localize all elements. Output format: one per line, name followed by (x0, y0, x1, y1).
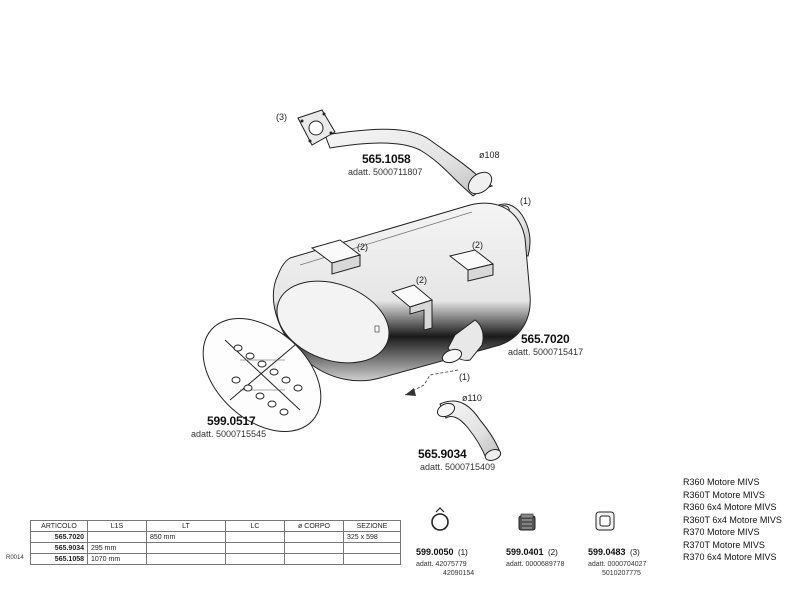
bolt-hole (233, 344, 243, 352)
bolt-hole (255, 392, 265, 400)
table-cell (284, 531, 344, 543)
nut-icon (518, 513, 536, 531)
inlet-qty: (1) (520, 196, 531, 206)
flex-pipe-qty: (3) (276, 112, 287, 122)
accessory-code: 599.0401 (506, 547, 544, 557)
model-list: R360 Motore MIVS R360T Motore MIVS R360 … (683, 476, 782, 564)
bracket-icon (390, 284, 434, 331)
table-cell: 295 mm (87, 542, 147, 554)
table-cell: 565.7020 (30, 531, 88, 543)
table-cell (146, 553, 226, 565)
flex-pipe-diameter: ø108 (479, 150, 500, 160)
model-item: R360 6x4 Motore MIVS (683, 502, 777, 512)
model-item: R360T 6x4 Motore MIVS (683, 514, 782, 525)
accessory-qty: (3) (630, 548, 640, 557)
silencer-adatt: adatt. 5000715417 (508, 347, 584, 357)
table-cell: 565.1058 (30, 553, 88, 565)
bracket-icon (448, 249, 495, 282)
bolt-hole (231, 376, 241, 384)
flex-pipe-adatt: adatt. 5000711807 (348, 167, 423, 177)
clamp-ring-icon (431, 507, 449, 531)
table-cell (225, 531, 285, 543)
column-header: LT (146, 520, 226, 532)
silencer-code: 565.7020 (521, 332, 570, 346)
table-cell: 565.9034 (30, 542, 88, 554)
bolt-hole (257, 360, 267, 368)
flex-pipe-565-1058 (297, 109, 494, 197)
accessory-code: 599.0483 (588, 547, 626, 557)
gasket-plate-code: 599.0517 (207, 414, 256, 428)
column-header: ARTICOLO (30, 520, 88, 532)
accessory-nut: 599.0401 (2) adatt. 0000689778 (506, 542, 564, 569)
table-header-row: ARTICOLO L1S LT LC ø CORPO SEZIONE (30, 520, 401, 532)
accessory-adatt: adatt. 0000689778 (506, 561, 565, 568)
table-row: 565.9034 295 mm (30, 542, 401, 554)
table-cell (225, 553, 285, 565)
table-cell (146, 542, 226, 554)
side-code: R0014 (6, 555, 24, 561)
bolt-hole (243, 384, 253, 392)
tail-pipe-code: 565.9034 (418, 447, 467, 461)
accessory-adatt-2: 42090154 (443, 570, 475, 577)
accessory-qty: (2) (548, 548, 558, 557)
column-header: L1S (87, 520, 147, 532)
bolt-hole (281, 376, 291, 384)
table-cell (284, 542, 344, 554)
column-header: ø CORPO (284, 520, 344, 532)
table-cell: 850 mm (146, 531, 226, 543)
model-item: R360T Motore MIVS (683, 489, 765, 500)
bracket-qty-2: (2) (472, 240, 483, 250)
model-item: R370 Motore MIVS (683, 527, 760, 537)
table-cell (343, 542, 401, 554)
tail-pipe-adatt: adatt. 5000715409 (420, 462, 496, 472)
table-cell (284, 553, 344, 565)
arrow-icon (405, 388, 416, 396)
table-cell (87, 531, 147, 543)
accessory-code: 599.0050 (416, 547, 454, 557)
accessory-adatt: adatt. 0000704027 (588, 561, 647, 568)
bolt-hole (267, 400, 277, 408)
bracket-icon (310, 239, 362, 275)
table-cell (343, 553, 401, 565)
bolt-hole (279, 408, 289, 416)
flange-gasket-icon (595, 511, 615, 531)
accessory-flange-gasket: 599.0483 (3) adatt. 0000704027 501020777… (588, 542, 646, 578)
accessory-clamp: 599.0050 (1) adatt. 42075779 42090154 (416, 542, 474, 578)
outlet-qty: (1) (459, 372, 470, 382)
silencer-565-7020 (272, 202, 531, 382)
accessory-adatt-2: 5010207775 (602, 570, 641, 577)
model-item: R370 6x4 Motore MIVS (683, 552, 777, 562)
tail-pipe-diameter: ø110 (462, 393, 482, 403)
gasket-holes (231, 344, 303, 416)
table-cell: 325 x 598 (343, 531, 401, 543)
table-cell: 1070 mm (87, 553, 147, 565)
bracket-qty-3: (2) (416, 275, 427, 285)
accessory-adatt: adatt. 42075779 (416, 561, 467, 568)
flex-pipe-code: 565.1058 (362, 152, 411, 166)
column-header: SEZIONE (343, 520, 401, 532)
bolt-hole (269, 368, 279, 376)
bolt-hole (293, 384, 303, 392)
table-cell (225, 542, 285, 554)
bracket-qty-1: (2) (357, 242, 368, 252)
column-header: LC (225, 520, 285, 532)
accessory-qty: (1) (458, 548, 468, 557)
model-item: R360 Motore MIVS (683, 477, 760, 487)
table-row: 565.7020 850 mm 325 x 598 (30, 531, 401, 543)
model-item: R370T Motore MIVS (683, 539, 765, 550)
table-row: 565.1058 1070 mm (30, 553, 401, 565)
gasket-plate-adatt: adatt. 5000715545 (191, 429, 267, 439)
spec-table: ARTICOLO L1S LT LC ø CORPO SEZIONE 565.7… (30, 520, 401, 565)
bolt-hole (245, 352, 255, 360)
tail-pipe-565-9034 (436, 400, 502, 461)
